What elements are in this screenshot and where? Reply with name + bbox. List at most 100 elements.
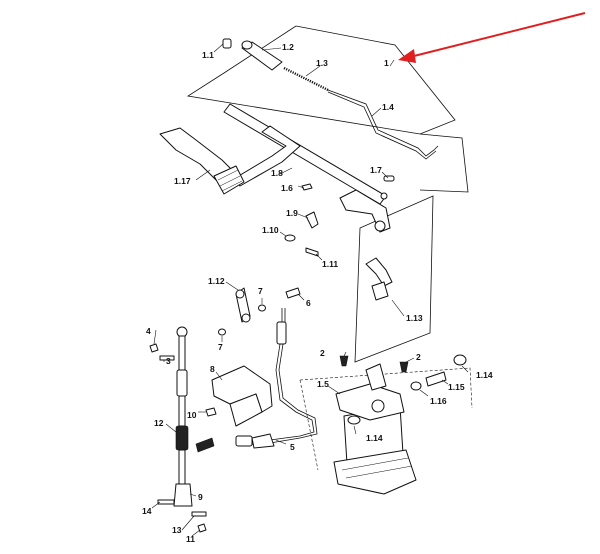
cable-clamp [195,437,215,453]
part-1-11-pin [305,247,319,257]
part-2-bolt-right [399,361,409,373]
pedal-arm [231,125,301,187]
lead-6 [297,293,305,301]
label-1-8: 1.8 [271,168,283,178]
part-1-13-lead [391,299,405,317]
label-9: 9 [198,492,203,502]
part-1-1-pin [222,38,232,49]
part-1-5-hole [371,399,385,413]
lead-12 [165,423,177,433]
part-7-washer-a [258,304,266,312]
lower-rod-assembly [149,326,207,533]
lead-1-17 [195,169,211,181]
label-1-2: 1.2 [282,42,294,52]
rod-middle-section [178,395,186,427]
label-2a: 2 [320,348,325,358]
lead-1-3 [305,65,321,77]
label-14: 14 [142,506,152,516]
lead-2b [405,357,415,363]
part-1-12-eye-bottom [241,313,251,323]
part-1-5-bracket [335,383,405,421]
part-12-turnbuckle [175,425,189,451]
label-7b: 7 [218,342,223,352]
lead-2a [343,351,347,357]
label-1-16: 1.16 [430,396,447,406]
part-1-17-pedal-pad [213,165,245,195]
part-1-4-pull-rod [327,89,439,157]
part-1-17-pad-hatch [217,169,243,192]
label-10: 10 [187,410,197,420]
lead-1-8 [279,167,293,175]
upper-assembly [159,38,439,317]
label-8: 8 [210,364,215,374]
part-6-pin [285,287,301,299]
part-1-15-pin [425,371,447,387]
label-6: 6 [306,298,311,308]
pivot-hole-upper [380,192,388,200]
lead-1-14-upper [461,365,469,373]
label-3: 3 [166,356,171,366]
label-1-10: 1.10 [262,225,279,235]
label-2b: 2 [416,352,421,362]
lead-14 [151,501,161,509]
pointer-arrow [398,12,586,63]
lead-1-11 [315,253,323,261]
lead-1-5 [327,385,341,395]
label-12: 12 [154,418,164,428]
part-1-6-screw [301,183,313,191]
label-7a: 7 [258,286,263,296]
label-1-11: 1.11 [322,259,338,269]
lead-1-14-lower [353,425,357,435]
pointer-arrow-shaft [409,12,586,58]
lead-1-4 [371,107,382,117]
lead-4 [153,329,157,345]
part-1-13-ratchet [365,257,393,287]
leader-lines [151,43,469,537]
label-1-5: 1.5 [317,379,329,389]
lead-1-12 [225,281,239,291]
label-1-6: 1.6 [281,183,293,193]
pedestal-assembly [333,354,467,495]
lead-1 [389,59,395,67]
label-1-12: 1.12 [208,276,225,286]
lead-1-9 [297,213,309,219]
pedestal-base-hatch [341,457,413,479]
label-1-4: 1.4 [382,102,394,112]
part-4-clip [149,343,159,353]
part-1-10-ring [284,234,296,242]
part-1-16-washer [410,381,422,391]
part-2-bolt-left [339,355,349,367]
label-11: 11 [186,534,195,544]
lead-1-16 [419,389,429,397]
label-5: 5 [290,442,295,452]
panel-plate [354,195,434,363]
label-1-9: 1.9 [286,208,298,218]
label-1-14-lower: 1.14 [366,433,383,443]
part-5-cable-ferrule [276,321,287,345]
part-3-pin [159,355,175,361]
label-1-1: 1.1 [202,50,214,60]
label-4: 4 [146,326,151,336]
lead-11 [191,529,201,537]
part-1-4-pull-rod-edge [327,91,437,160]
part-14-pin [157,499,175,505]
lead-1-6 [297,185,305,189]
label-1-17: 1.17 [174,176,191,186]
part-1-12-eye-top [235,289,245,299]
part-1-3-spring [283,66,329,92]
part-5-cable-sleeve [251,433,275,449]
rod-adjuster [176,369,188,397]
part-1-14-ring-upper [453,354,467,366]
part-9-clevis [173,483,193,507]
lead-8 [215,371,223,381]
part-1-13-plate [371,281,389,301]
lead-5 [275,439,287,445]
part-1-2-end [241,40,253,50]
lead-1-1 [213,43,224,53]
pedestal-lever-stub [365,363,387,391]
label-1-13: 1.13 [406,313,423,323]
label-13: 13 [172,525,182,535]
label-1-15: 1.15 [448,382,465,392]
